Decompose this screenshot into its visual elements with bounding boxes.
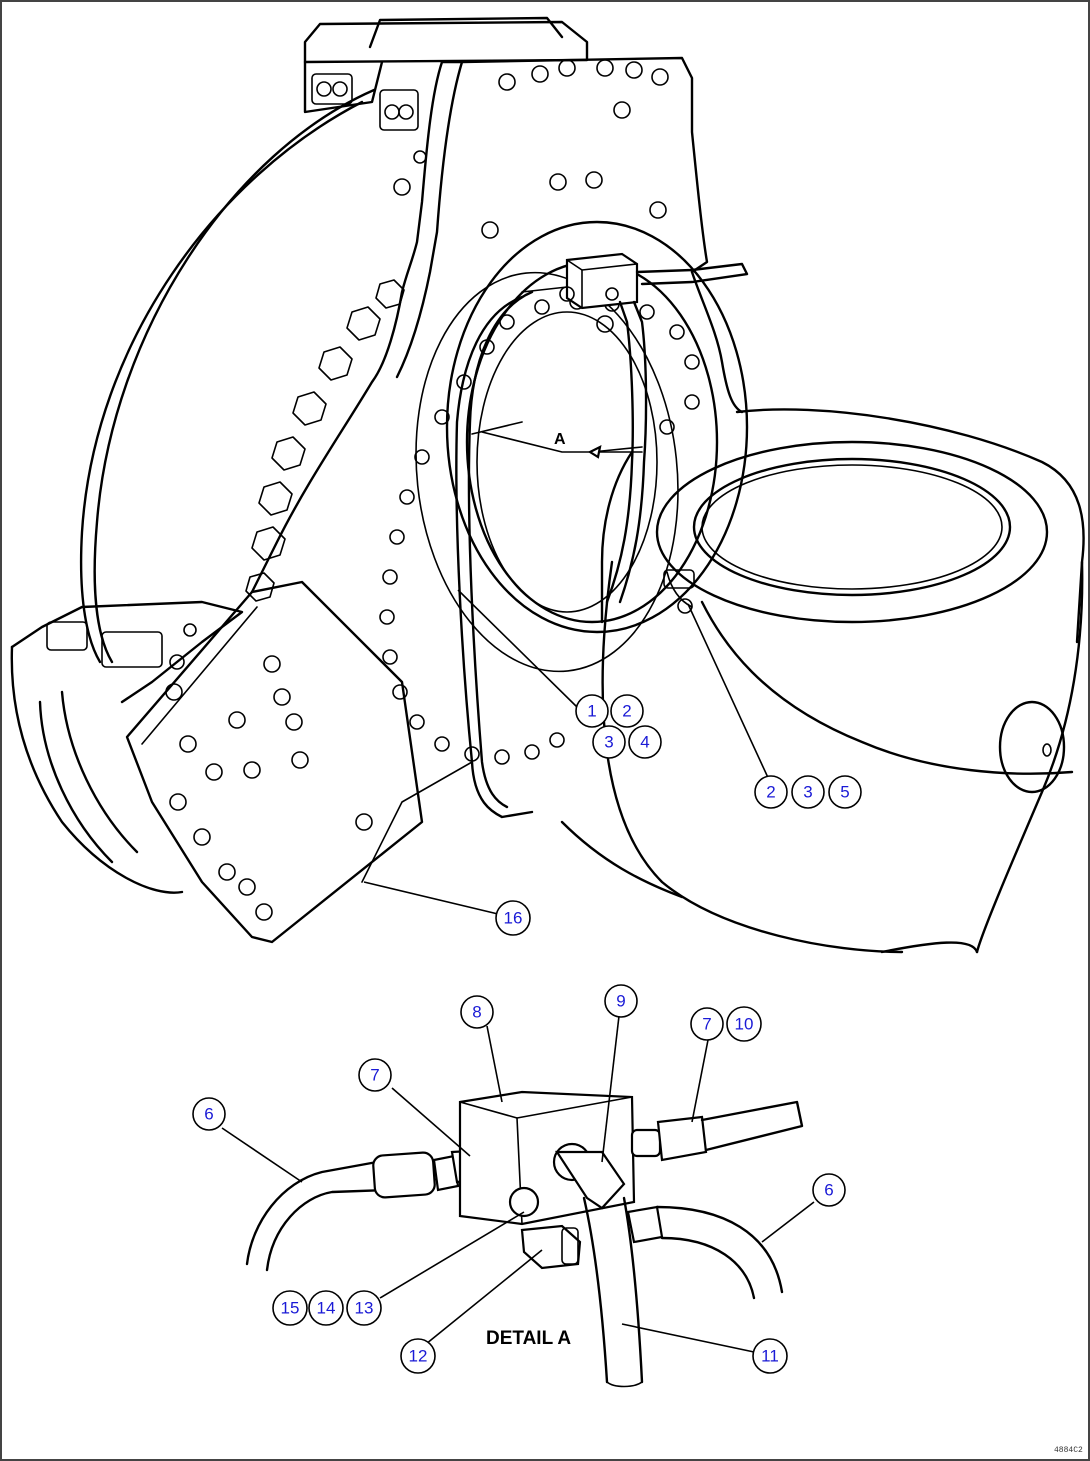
svg-text:2: 2 [766, 783, 775, 802]
callout-8: 8 [460, 995, 494, 1029]
callout-13: 13 [346, 1290, 382, 1326]
main-assembly [10, 16, 1085, 954]
callout-3: 3 [791, 775, 825, 809]
callout-7: 7 [358, 1058, 392, 1092]
svg-text:11: 11 [761, 1347, 779, 1366]
callout-4: 4 [628, 725, 662, 759]
view-marker-a: A [554, 431, 566, 448]
callout-7: 7 [690, 1007, 724, 1041]
callout-10: 10 [726, 1006, 762, 1042]
leader-lines [221, 589, 815, 1353]
svg-text:12: 12 [409, 1347, 428, 1366]
svg-text:14: 14 [317, 1299, 336, 1318]
callout-2: 2 [754, 775, 788, 809]
callout-12: 12 [400, 1338, 436, 1374]
svg-text:5: 5 [840, 783, 849, 802]
callout-2: 2 [610, 694, 644, 728]
svg-text:9: 9 [616, 992, 625, 1011]
callout-9: 9 [604, 984, 638, 1018]
svg-text:1: 1 [587, 702, 596, 721]
svg-text:10: 10 [735, 1015, 754, 1034]
callouts: 1 2 3 4 2 3 5 16 8 9 7 10 7 6 6 15 14 13… [192, 694, 862, 1374]
callout-3: 3 [592, 725, 626, 759]
svg-text:13: 13 [355, 1299, 374, 1318]
callout-5: 5 [828, 775, 862, 809]
svg-text:7: 7 [702, 1015, 711, 1034]
callout-15: 15 [272, 1290, 308, 1326]
detail-a-assembly [245, 1090, 804, 1388]
callout-6: 6 [192, 1097, 226, 1131]
callout-14: 14 [308, 1290, 344, 1326]
drawing-code: 4884C2 [1054, 1446, 1083, 1455]
svg-text:3: 3 [803, 783, 812, 802]
svg-text:16: 16 [504, 909, 523, 928]
callout-16: 16 [495, 900, 531, 936]
detail-a-caption: DETAIL A [486, 1328, 571, 1349]
hex-bolts [245, 279, 405, 602]
callout-11: 11 [752, 1338, 788, 1374]
svg-text:2: 2 [622, 702, 631, 721]
ring-bolts [379, 294, 700, 765]
svg-text:4: 4 [640, 733, 649, 752]
svg-text:8: 8 [472, 1003, 481, 1022]
callout-1: 1 [575, 694, 609, 728]
svg-text:3: 3 [604, 733, 613, 752]
callout-6: 6 [812, 1173, 846, 1207]
svg-text:7: 7 [370, 1066, 379, 1085]
svg-text:6: 6 [824, 1181, 833, 1200]
svg-text:15: 15 [281, 1299, 300, 1318]
svg-text:6: 6 [204, 1105, 213, 1124]
